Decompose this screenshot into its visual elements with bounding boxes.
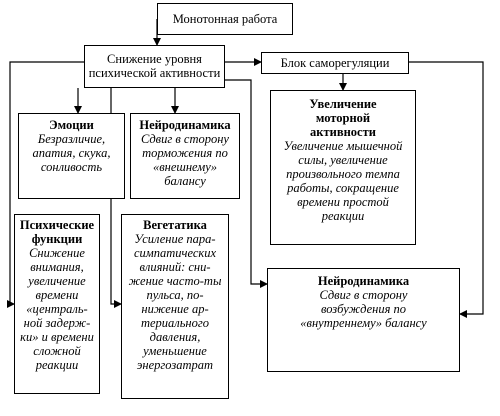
emotions-box: Эмоции Безразличие, апатия, скука, сонли…	[18, 113, 125, 199]
neuro1-box: Нейродинамика Сдвиг в сторону торможения…	[130, 113, 240, 199]
selfreg-title: Блок саморегуляции	[280, 56, 390, 70]
emotions-body: Безразличие, апатия, скука, сонливость	[32, 132, 111, 174]
veget-body: Усиление пара-симпатических влияний: сни…	[128, 232, 222, 372]
top-title: Монотонная работа	[172, 12, 278, 26]
arrow-selfreg-to-neuro2	[409, 61, 484, 318]
motor-body: Увеличение мышечной силы, увеличение про…	[283, 139, 403, 223]
activity-box: Снижение уровня психической активности	[84, 45, 225, 88]
psych-body: Снижение внимания, увеличение времени «ц…	[20, 246, 94, 372]
neuro1-title: Нейродинамика	[139, 118, 231, 132]
neuro1-body: Сдвиг в сторону торможения по «внешнему»…	[141, 132, 229, 188]
top-box: Монотонная работа	[157, 3, 293, 35]
neuro2-box: Нейродинамика Сдвиг в сторону возбуждени…	[267, 268, 460, 372]
motor-title: Увеличение моторной активности	[309, 97, 377, 139]
neuro2-body: Сдвиг в сторону возбуждения по «внутренн…	[300, 288, 427, 330]
selfreg-box: Блок саморегуляции	[261, 52, 409, 74]
neuro2-title: Нейродинамика	[317, 274, 410, 288]
motor-box: Увеличение моторной активности Увеличени…	[270, 90, 416, 245]
psych-title: Психические функции	[19, 218, 95, 246]
arrow-activity-to-psych	[7, 61, 84, 308]
emotions-title: Эмоции	[49, 118, 94, 132]
veget-title: Вегетатика	[143, 218, 207, 232]
activity-title: Снижение уровня психической активности	[88, 52, 221, 80]
veget-box: Вегетатика Усиление пара-симпатических в…	[121, 214, 229, 399]
psych-box: Психические функции Снижение внимания, у…	[14, 214, 100, 394]
arrow-activity-to-neuro2	[225, 79, 268, 288]
